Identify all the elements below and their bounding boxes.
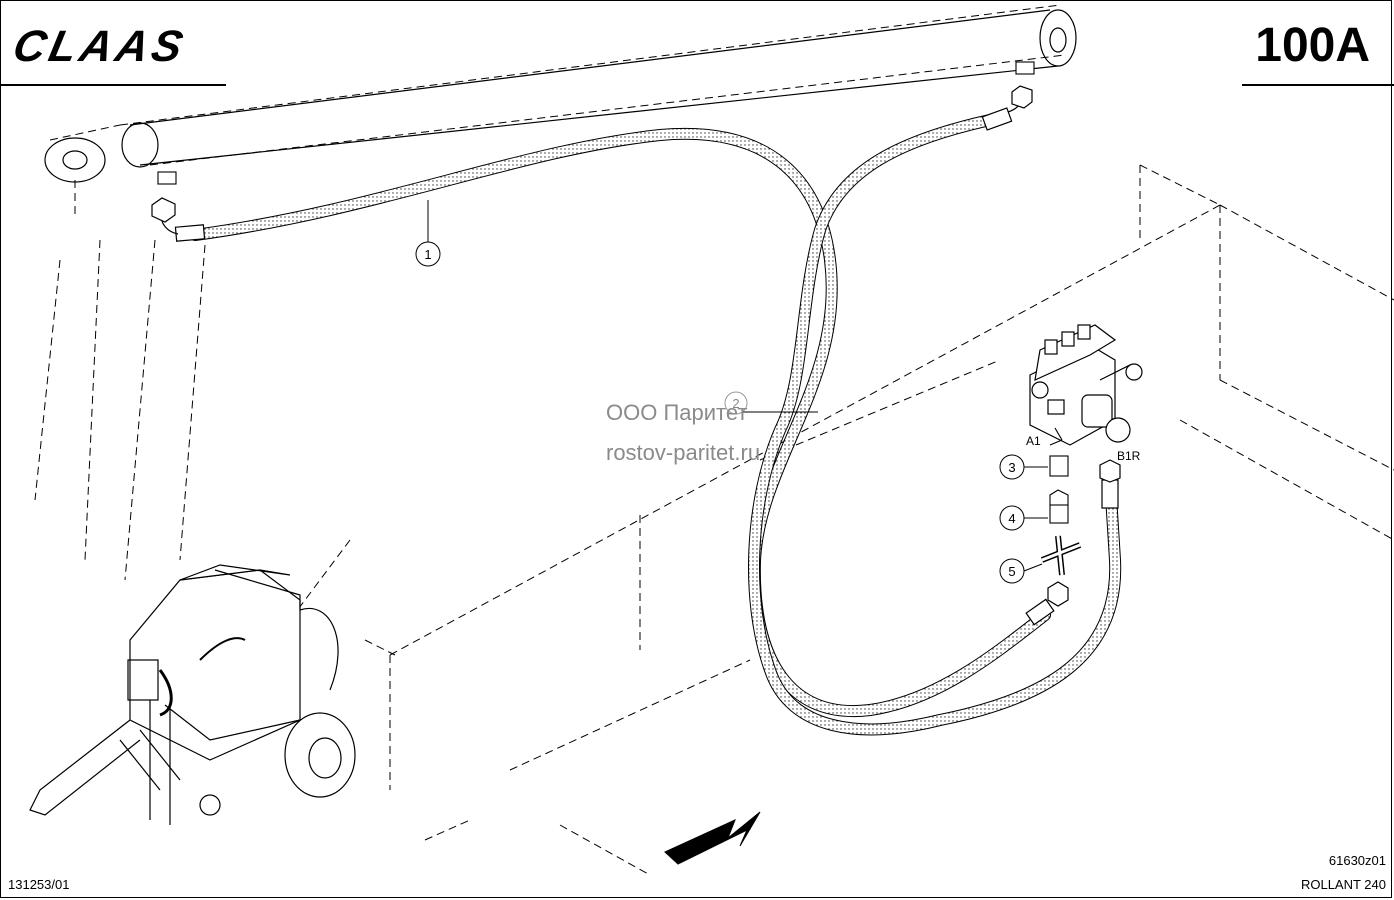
direction-arrow <box>664 811 761 865</box>
brand-rule <box>0 84 226 86</box>
baler-overview-illustration <box>29 564 356 825</box>
callout-2: 2 <box>724 391 748 415</box>
sheet-rule <box>1242 84 1394 86</box>
callout-3: 3 <box>999 454 1025 480</box>
hose-fittings <box>151 85 1121 626</box>
callout-5: 5 <box>999 558 1025 584</box>
cylinder-outline <box>44 9 1077 183</box>
control-valve <box>1029 324 1143 446</box>
sheet-number: 100A <box>1255 19 1370 72</box>
port-label-a1: A1 <box>1026 434 1041 448</box>
drawing-code-right: 61630z01 <box>1328 853 1386 868</box>
callout-1-label: 1 <box>424 247 431 262</box>
frame-outline-dashed <box>34 4 1394 876</box>
callout-4-label: 4 <box>1008 511 1015 526</box>
callout-2-label: 2 <box>732 396 739 411</box>
watermark-website: rostov-paritet.ru <box>606 440 761 465</box>
port-label-b1r: B1R <box>1117 449 1141 463</box>
drawing-code-left: 131253/01 <box>8 877 70 892</box>
model-name: ROLLANT 240 <box>1300 877 1386 892</box>
callout-4: 4 <box>999 505 1025 531</box>
fittings-3-4-5 <box>1040 427 1082 576</box>
callout-1: 1 <box>415 241 441 267</box>
callout-leaders <box>427 200 1048 572</box>
cylinder-ports <box>157 61 1035 185</box>
watermark-company: ООО Паритет <box>606 400 748 425</box>
callout-3-label: 3 <box>1008 460 1015 475</box>
callout-5-label: 5 <box>1008 564 1015 579</box>
